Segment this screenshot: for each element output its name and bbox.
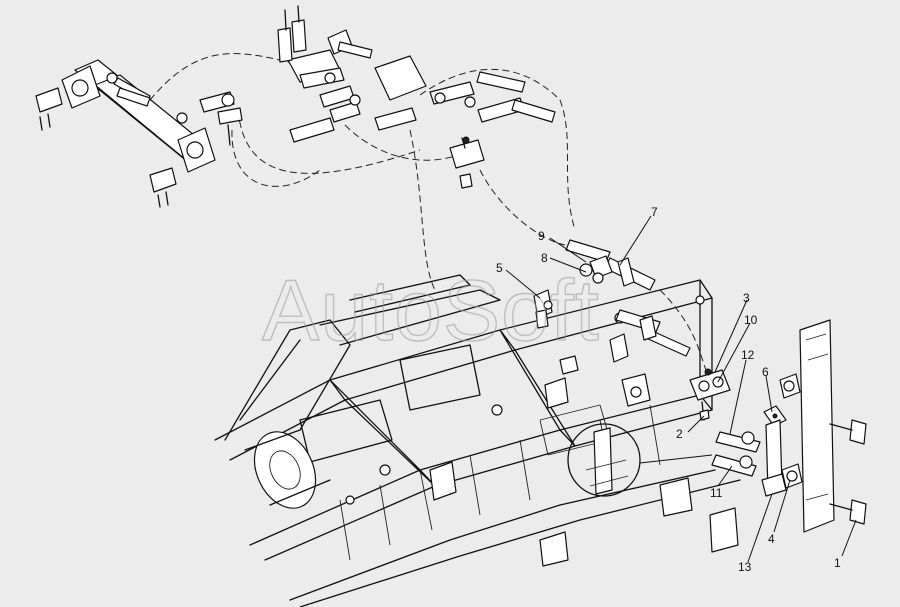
machine-frame-icon [214, 274, 741, 607]
bolt-icon [829, 419, 867, 525]
detail-circle [567, 423, 713, 497]
callout-11: 11 [710, 486, 723, 500]
callout-9: 9 [538, 229, 545, 243]
hose-fitting-icon [711, 431, 761, 477]
callout-1: 1 [834, 556, 841, 570]
bracket-plate-icon [779, 319, 835, 533]
hose-fitting-icon [116, 5, 711, 381]
callout-5: 5 [496, 261, 503, 275]
callout-leaders [505, 215, 857, 563]
watermark-text: AutoSoft [262, 263, 600, 359]
callout-8: 8 [541, 251, 548, 265]
hose-fitting-icon [533, 239, 691, 407]
callout-3: 3 [743, 291, 750, 305]
hose-fitting-icon [689, 368, 731, 421]
callout-10: 10 [744, 313, 758, 327]
callout-6: 6 [762, 365, 769, 379]
callout-2: 2 [676, 427, 683, 441]
callout-7: 7 [651, 205, 658, 219]
hydraulic-cylinder-icon [761, 405, 787, 497]
callout-13: 13 [738, 560, 752, 574]
callout-4: 4 [768, 532, 775, 546]
callout-12: 12 [741, 348, 755, 362]
hydraulic-cylinder-icon [35, 59, 216, 208]
